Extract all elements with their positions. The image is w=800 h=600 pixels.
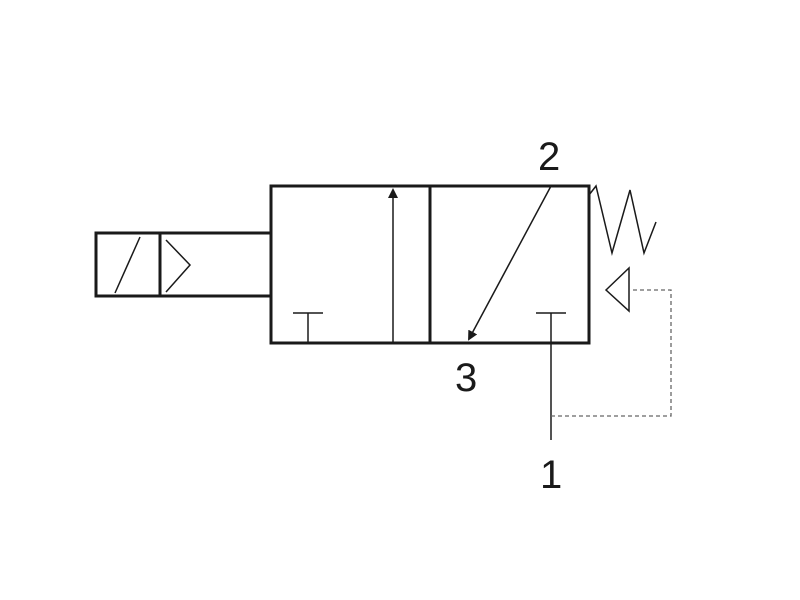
return-spring bbox=[588, 184, 657, 256]
pilot-line bbox=[551, 289, 672, 417]
left-blocked-port bbox=[293, 312, 323, 343]
port-label-3: 3 bbox=[455, 356, 477, 400]
pilot-triangle bbox=[604, 266, 630, 313]
solenoid-chevron bbox=[165, 239, 192, 293]
valve-right-box bbox=[428, 184, 591, 345]
port-label-2: 2 bbox=[538, 135, 560, 179]
port-label-1: 1 bbox=[540, 453, 562, 497]
solenoid-actuator bbox=[94, 231, 271, 298]
valve-left-box bbox=[269, 184, 432, 345]
solenoid-coil-diagonal bbox=[114, 236, 141, 294]
right-flow-arrow bbox=[468, 185, 552, 341]
valve-body bbox=[269, 184, 591, 345]
solenoid-coil-box bbox=[94, 231, 162, 298]
